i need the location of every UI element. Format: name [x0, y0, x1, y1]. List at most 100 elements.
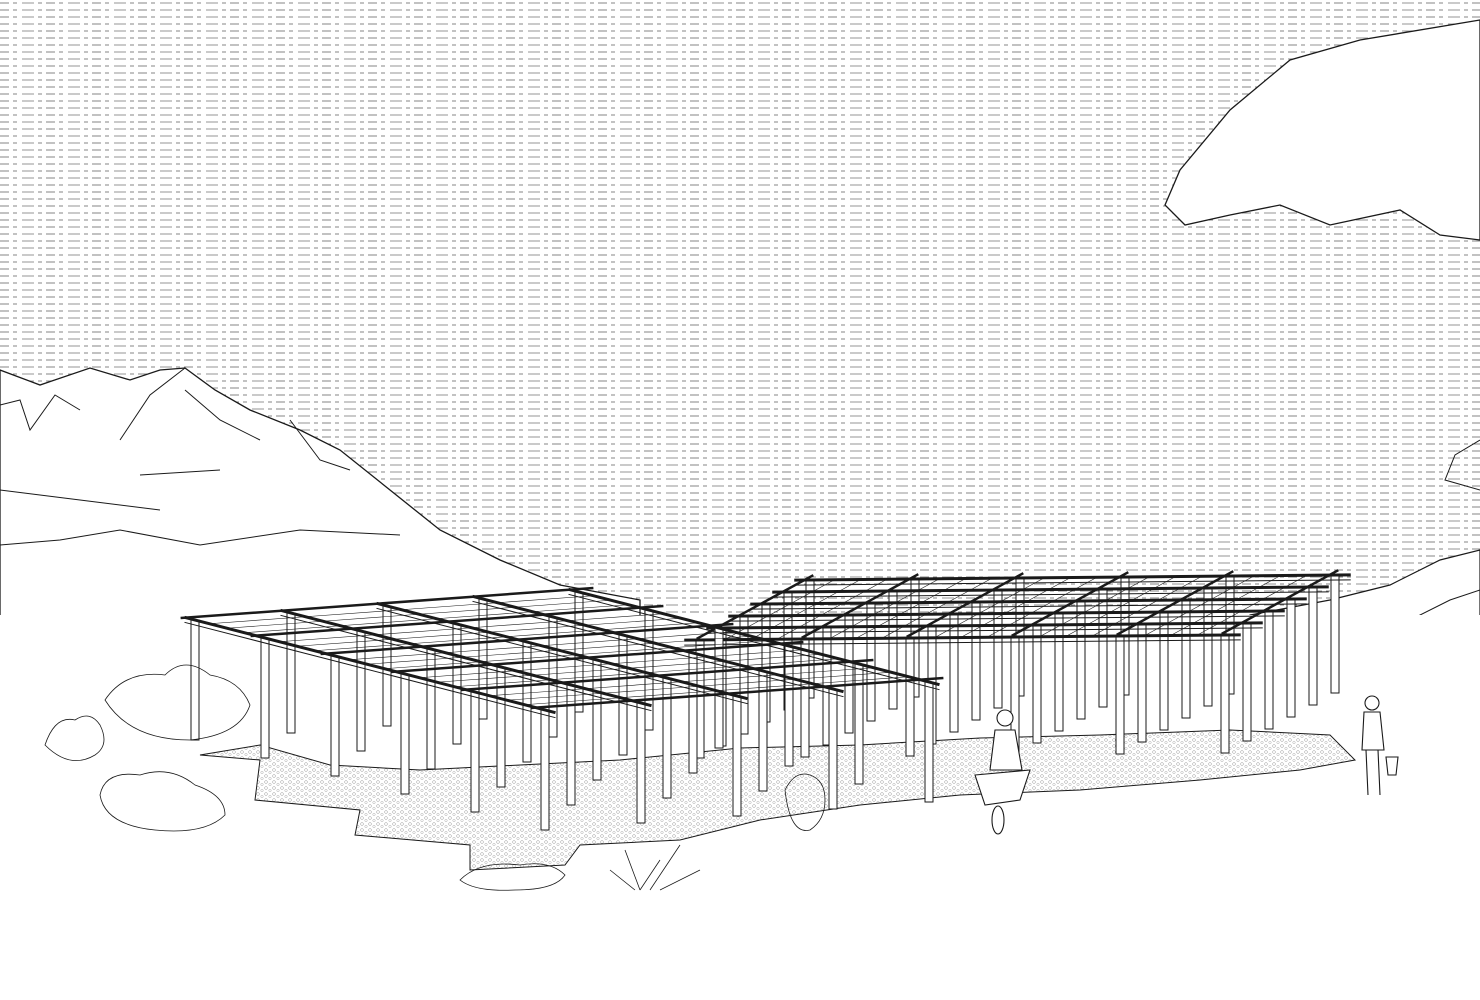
pergola-slat	[404, 602, 501, 610]
pergola-beam	[568, 587, 940, 687]
pergola-post	[688, 652, 698, 774]
pergola-slat	[984, 612, 1007, 625]
pergola-slat	[1260, 574, 1283, 587]
pergola-post	[330, 655, 340, 777]
pergola-slat	[605, 622, 702, 630]
pergola-rafter	[320, 622, 734, 656]
pergola-post	[993, 589, 1003, 709]
pergola-post	[618, 634, 628, 756]
pergola-slat	[927, 600, 950, 614]
pergola-post	[1308, 586, 1318, 706]
pergola-slat	[509, 629, 606, 637]
pergola-slat	[369, 656, 467, 665]
pergola-slat	[509, 692, 607, 701]
shrub-front	[459, 863, 566, 891]
pergola-slat	[814, 578, 837, 592]
pergola-slat	[212, 616, 309, 624]
pergola-post	[714, 627, 724, 749]
pergola-post	[190, 619, 200, 741]
pergola-slat	[770, 602, 793, 616]
pergola-post	[574, 591, 584, 713]
pergola-slat	[1111, 599, 1134, 612]
pergola-slat	[570, 613, 667, 621]
pergola-slat	[988, 623, 1011, 637]
pergola-slat	[588, 681, 685, 689]
pergola-slat	[800, 613, 823, 627]
pergola-slat	[1172, 622, 1195, 635]
pergola-rafter	[1221, 569, 1339, 635]
pergola-slat	[796, 602, 819, 615]
pergola-slat	[465, 649, 563, 658]
pergola-post	[758, 670, 768, 792]
pergola-post	[1181, 599, 1191, 719]
pergola-beam	[376, 601, 748, 701]
pergola-slat	[844, 589, 867, 603]
person-with-bucket	[1361, 695, 1399, 796]
pergola-slat	[1181, 574, 1204, 588]
pergola-slat	[413, 636, 510, 644]
pergola-slat	[535, 667, 633, 676]
pergola-slat	[1089, 611, 1112, 624]
pergola-post	[1076, 600, 1086, 720]
pergola-rafter	[180, 586, 594, 620]
pergola-slat	[774, 614, 797, 627]
pergola-post	[866, 602, 876, 722]
pergola-slat	[875, 601, 898, 615]
pergola-slat	[421, 606, 519, 615]
pergola-beam-edge	[772, 591, 1329, 598]
pergola-slat	[614, 656, 711, 664]
pergola-slat	[853, 613, 876, 627]
pergola-post	[566, 684, 576, 806]
pergola-slat	[745, 658, 842, 666]
pergola-slat	[500, 595, 597, 603]
pergola-slat	[1054, 587, 1077, 601]
pergola-post	[1098, 588, 1108, 708]
pergola-post	[949, 613, 959, 733]
pergola-post	[470, 691, 480, 813]
pergola-post	[800, 638, 810, 758]
pergola-slat	[815, 676, 912, 684]
pergola-rafter	[906, 572, 1024, 638]
pergola-rafter	[460, 658, 874, 692]
pergola-slat	[517, 599, 615, 608]
pergola-post	[924, 681, 934, 803]
pergola-rafter	[390, 640, 804, 674]
pergola-slat	[1238, 586, 1261, 599]
pergola-slat	[897, 589, 920, 603]
pergola-beam-edge	[184, 621, 556, 719]
pergola-post	[452, 623, 462, 745]
pergola-slat	[535, 604, 632, 612]
pergola-slat	[949, 588, 972, 602]
pergola-slat	[1002, 588, 1025, 602]
pergola-slat	[579, 647, 676, 655]
pergola-slat	[1216, 598, 1239, 611]
pergola-slat	[822, 601, 845, 615]
pergola-post	[1137, 623, 1147, 743]
pergola-slat	[1024, 576, 1047, 590]
pergola-slat	[1220, 609, 1243, 623]
pergola-slat	[457, 679, 554, 687]
pergola-slat	[831, 625, 854, 639]
pergola-slat	[1076, 575, 1099, 589]
pergola-slat	[901, 601, 924, 614]
pergola-slat	[1190, 598, 1213, 612]
pergola-slat	[1198, 621, 1221, 635]
pergola-slat	[491, 624, 589, 633]
pergola-slat	[649, 665, 746, 673]
right-top-rock	[1164, 19, 1480, 241]
pergola-slat	[343, 618, 440, 626]
pergola-slat	[395, 631, 493, 640]
pergola-slat	[1032, 599, 1055, 613]
pergola-post	[1054, 612, 1064, 732]
pergola-slat	[657, 635, 755, 644]
pergola-slat	[710, 649, 807, 657]
pergola-beam-edge	[706, 627, 1263, 634]
pergola-slat	[352, 652, 449, 660]
mountain-ridges	[0, 367, 401, 546]
pergola-slat	[879, 613, 902, 626]
pergola-post	[478, 598, 488, 720]
pergola-slat	[561, 642, 659, 651]
pergola-slat	[778, 625, 801, 639]
